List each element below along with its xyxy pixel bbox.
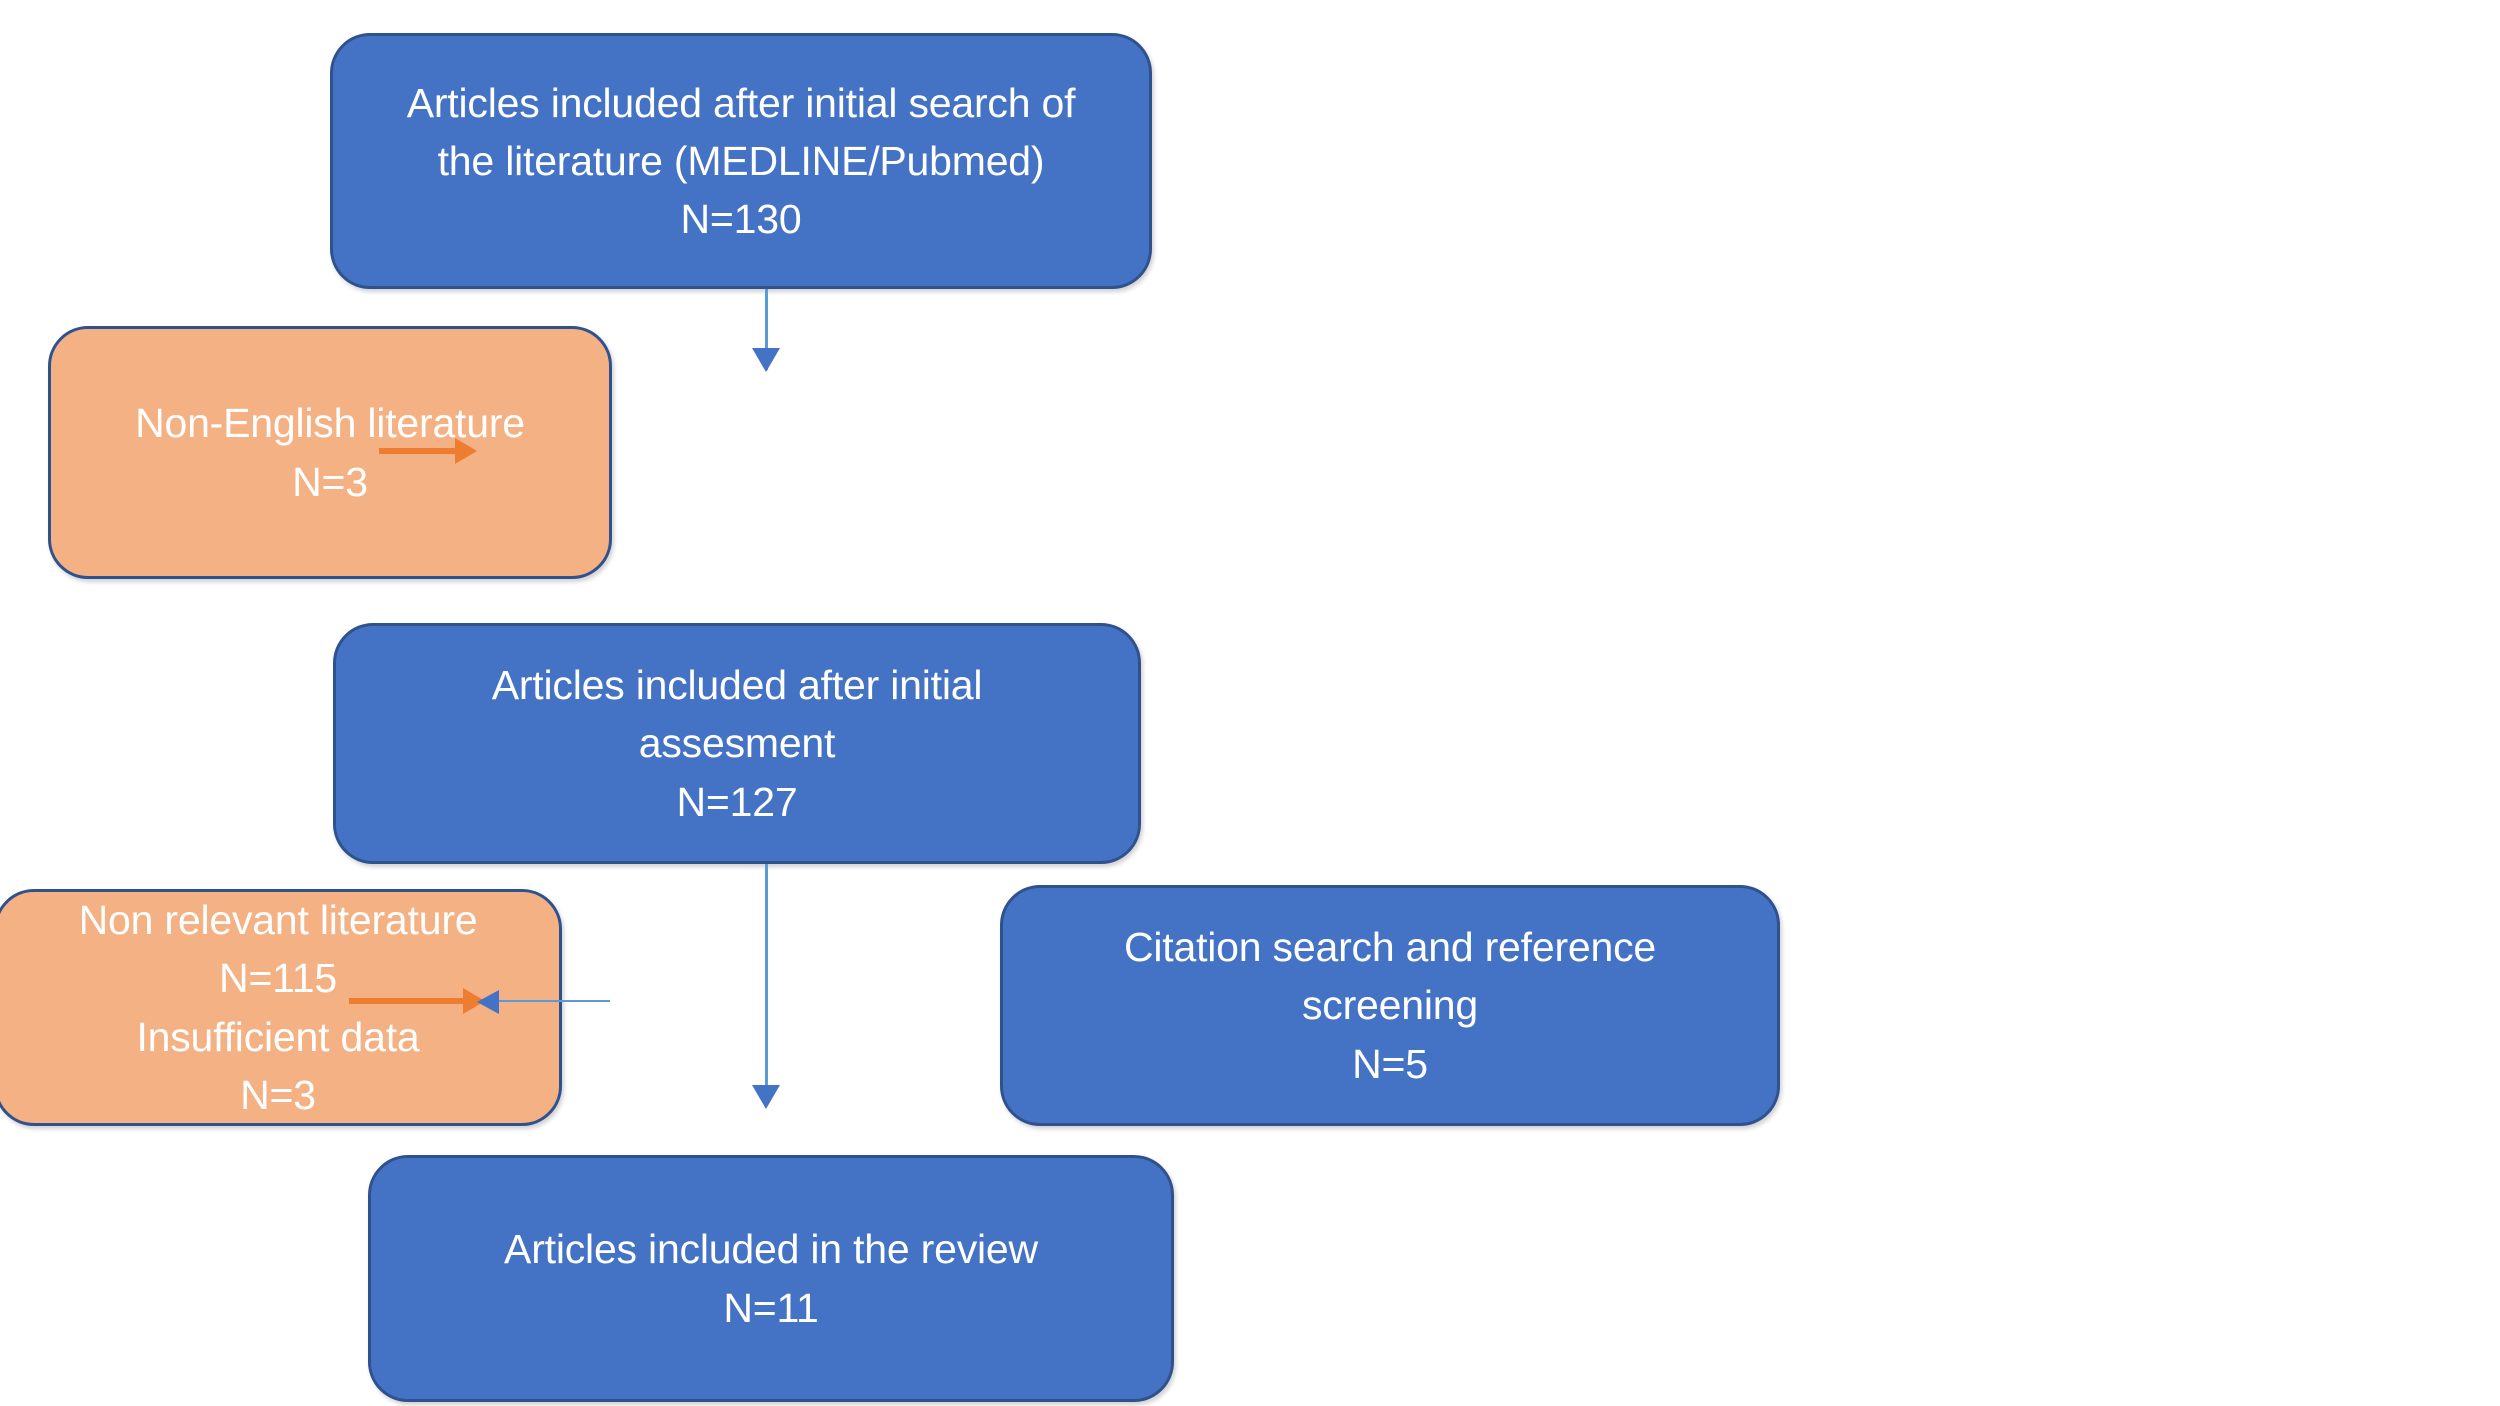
node-articles-in-review-text: Articles included in the review N=11 xyxy=(504,1226,1038,1331)
arrow-right-non-english-head-icon xyxy=(455,438,477,464)
arrow-down-search-to-assessment-head-icon xyxy=(752,348,780,372)
arrow-right-non-english-line xyxy=(379,448,461,454)
arrow-down-assessment-to-review-head-icon xyxy=(752,1085,780,1109)
node-non-english-literature-text: Non-English literature N=3 xyxy=(135,400,525,505)
node-initial-search[interactable]: Articles included after initial search o… xyxy=(330,33,1152,289)
arrow-right-non-relevant-line xyxy=(349,998,473,1004)
arrow-left-citation-head-icon xyxy=(477,990,499,1014)
node-initial-search-text: Articles included after initial search o… xyxy=(406,79,1076,243)
arrow-down-search-to-assessment-line xyxy=(765,289,768,370)
node-initial-assessment[interactable]: Articles included after initial assesmen… xyxy=(333,623,1141,864)
node-citation-search-text: Citation search and reference screening … xyxy=(1123,924,1657,1087)
arrow-down-assessment-to-review-line xyxy=(765,864,768,1100)
node-articles-in-review[interactable]: Articles included in the review N=11 xyxy=(368,1155,1174,1402)
arrow-left-citation-line xyxy=(498,1000,610,1002)
node-citation-search[interactable]: Citation search and reference screening … xyxy=(1000,885,1780,1126)
node-non-relevant-literature-text: Non relevant literature N=115 Insufficie… xyxy=(78,897,478,1118)
node-non-english-literature[interactable]: Non-English literature N=3 xyxy=(48,326,612,579)
node-initial-assessment-text: Articles included after initial assesmen… xyxy=(491,662,983,825)
